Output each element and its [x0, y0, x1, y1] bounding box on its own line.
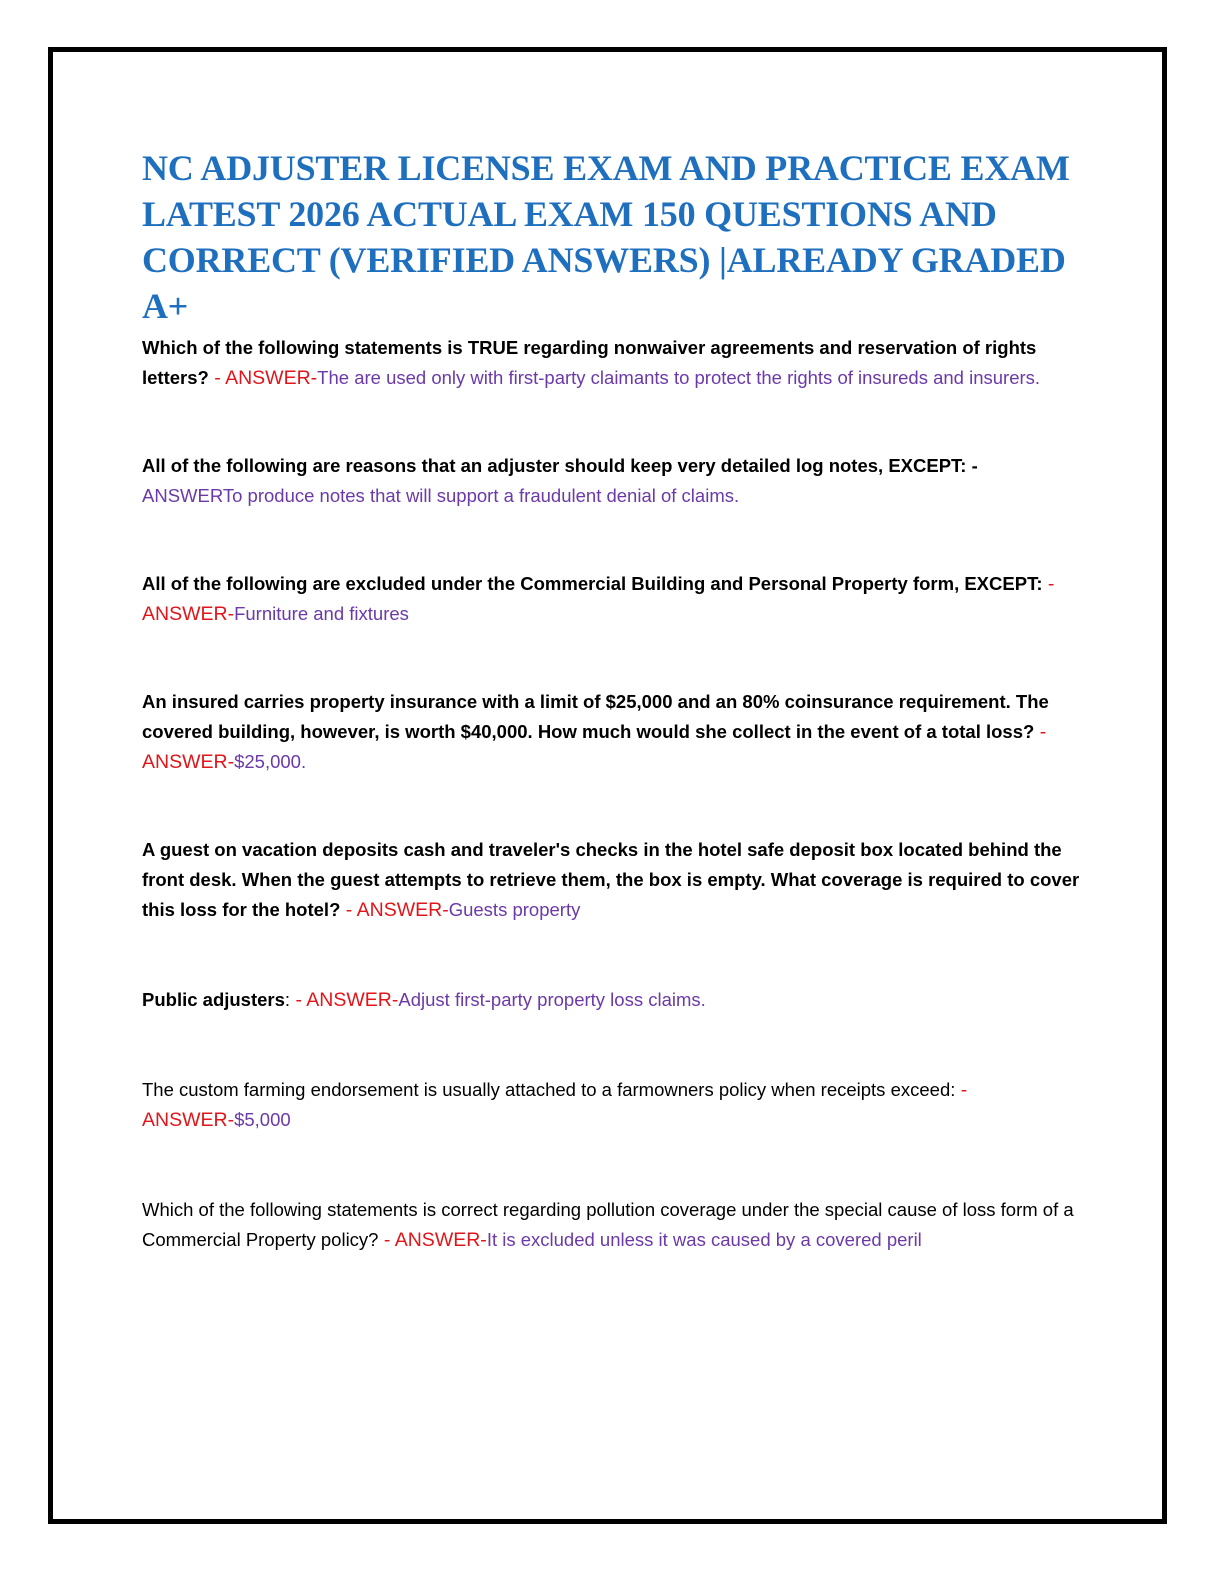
qa-item-1: Which of the following statements is TRU… — [142, 333, 1082, 393]
answer-text: $5,000 — [234, 1109, 291, 1130]
question-text: Which of the following statements is TRU… — [142, 337, 1037, 388]
answer-marker: - ANSWER- — [290, 989, 399, 1011]
document-body: NC ADJUSTER LICENSE EXAM AND PRACTICE EX… — [142, 145, 1082, 1255]
question-text: All of the following are excluded under … — [142, 573, 1043, 594]
qa-item-8: Which of the following statements is cor… — [142, 1195, 1082, 1255]
answer-text: Guests property — [448, 899, 581, 920]
qa-item-3: All of the following are excluded under … — [142, 569, 1082, 629]
qa-item-6: Public adjusters: - ANSWER-Adjust first-… — [142, 985, 1082, 1015]
answer-marker: - ANSWER- — [142, 573, 1055, 625]
answer-text: Adjust first-party property loss claims. — [398, 989, 706, 1010]
answer-text: $25,000. — [234, 751, 307, 772]
qa-item-4: An insured carries property insurance wi… — [142, 687, 1082, 777]
answer-marker: - ANSWER- — [208, 367, 318, 389]
answer-text: To produce notes that will support a fra… — [222, 485, 740, 506]
qa-item-7: The custom farming endorsement is usuall… — [142, 1075, 1082, 1135]
answer-marker: - ANSWER- — [142, 721, 1047, 773]
answer-marker: - ANSWER- — [142, 1079, 968, 1131]
question-text: All of the following are reasons that an… — [142, 455, 978, 476]
question-text: Public adjusters — [142, 989, 285, 1010]
answer-text: It is excluded unless it was caused by a… — [486, 1229, 922, 1250]
document-title: NC ADJUSTER LICENSE EXAM AND PRACTICE EX… — [142, 148, 1070, 326]
question-text: An insured carries property insurance wi… — [142, 691, 1049, 742]
answer-marker: - ANSWER- — [378, 1229, 487, 1251]
answer-text: The are used only with first-party claim… — [317, 367, 1041, 388]
qa-item-5: A guest on vacation deposits cash and tr… — [142, 835, 1082, 925]
question-text: A guest on vacation deposits cash and tr… — [142, 839, 1080, 920]
answer-text: Furniture and fixtures — [234, 603, 409, 624]
answer-marker: ANSWER — [142, 485, 223, 506]
question-text: Which of the following statements is cor… — [142, 1199, 1074, 1250]
question-suffix: : — [284, 989, 291, 1010]
page-border — [48, 47, 1167, 1524]
answer-marker: - ANSWER- — [340, 899, 449, 921]
question-text: The custom farming endorsement is usuall… — [142, 1079, 956, 1100]
qa-item-2: All of the following are reasons that an… — [142, 451, 1082, 511]
